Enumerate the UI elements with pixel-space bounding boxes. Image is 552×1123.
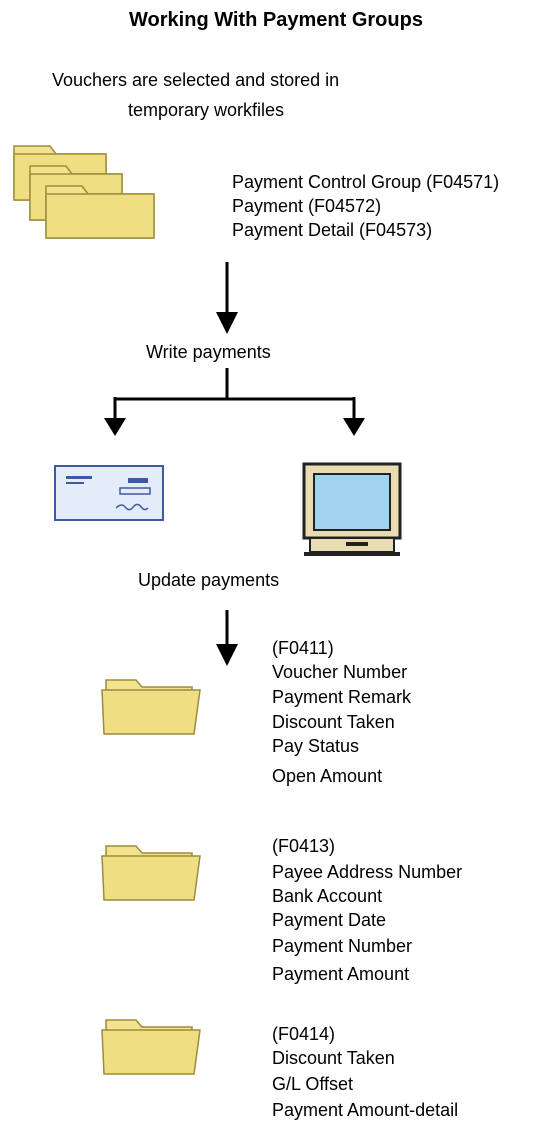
table-field: Discount Taken [272, 1048, 395, 1068]
step-write-payments: Write payments [146, 342, 271, 362]
table-field: Payment Number [272, 936, 413, 956]
check-icon [54, 465, 164, 521]
intro-line-2: temporary workfiles [128, 100, 285, 120]
table-field: Open Amount [272, 766, 383, 786]
table-id-f0413: (F0413) [272, 836, 336, 856]
table-field: Bank Account [272, 886, 383, 906]
folder-icon-f0411 [101, 679, 201, 735]
table-field: Payment Amount [272, 964, 410, 984]
branch-connector [104, 368, 365, 436]
intro-line-1: Vouchers are selected and stored in [52, 70, 340, 90]
workfile-payment-control-group: Payment Control Group (F04571) [232, 172, 500, 192]
table-id-f0414: (F0414) [272, 1024, 336, 1044]
arrow-to-write-payments [216, 262, 238, 334]
folder-icon-f0413 [101, 845, 201, 901]
table-field: Discount Taken [272, 712, 395, 732]
stacked-folders-icon [13, 145, 155, 239]
table-field: G/L Offset [272, 1074, 354, 1094]
workfile-payment: Payment (F04572) [232, 196, 382, 216]
folder-icon-f0414 [101, 1019, 201, 1075]
diagram-title: Working With Payment Groups [129, 9, 423, 31]
computer-monitor-icon [302, 462, 402, 556]
table-field: Payee Address Number [272, 862, 463, 882]
arrow-to-tables [216, 610, 238, 666]
table-field: Pay Status [272, 736, 360, 756]
table-field: Payment Date [272, 910, 387, 930]
table-field: Voucher Number [272, 662, 408, 682]
step-update-payments: Update payments [138, 570, 280, 590]
workfile-payment-detail: Payment Detail (F04573) [232, 220, 433, 240]
table-field: Payment Amount-detail [272, 1100, 459, 1120]
table-field: Payment Remark [272, 687, 412, 707]
table-id-f0411: (F0411) [272, 638, 334, 658]
